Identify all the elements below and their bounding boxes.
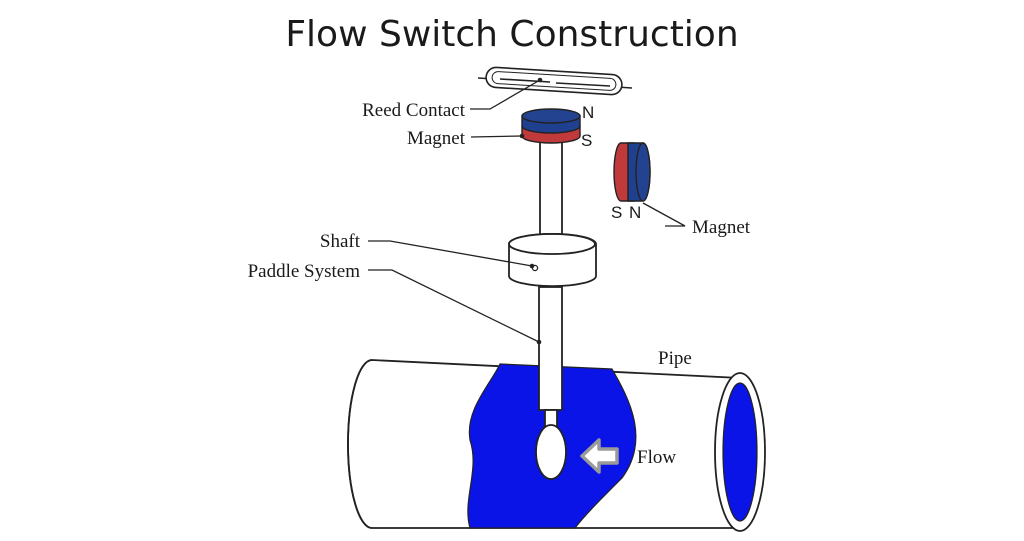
pipe-label: Pipe	[658, 348, 692, 369]
shaft-collar-top	[508, 233, 596, 255]
shaft-label: Shaft	[320, 231, 361, 252]
shaft-assembly	[508, 137, 597, 480]
top-magnet-face	[521, 108, 581, 124]
upper-shaft	[539, 137, 563, 243]
reed-contact-leader	[470, 79, 541, 110]
paddle-system-leader	[368, 269, 540, 343]
magnet-top-leader	[470, 135, 523, 138]
leader-lines	[368, 77, 686, 345]
side-magnet: S N	[611, 142, 651, 222]
reed-contact	[477, 66, 633, 96]
magnet-top-label: Magnet	[407, 128, 466, 149]
pipe-left-end	[347, 359, 373, 529]
side-magnet-south-label: S	[611, 203, 622, 222]
lower-shaft	[538, 286, 563, 411]
flow-label: Flow	[637, 447, 676, 468]
shaft-leader	[368, 240, 533, 267]
top-magnet-north-label: N	[582, 103, 594, 122]
page-title: Flow Switch Construction	[285, 14, 738, 55]
top-magnet: N S	[521, 103, 594, 150]
pipe-right-water	[722, 382, 758, 522]
side-magnet-north-label: N	[629, 203, 641, 222]
side-magnet-face	[635, 142, 651, 202]
top-magnet-south-label: S	[581, 131, 592, 150]
paddle-system-label: Paddle System	[248, 261, 361, 282]
paddle	[535, 424, 567, 480]
left-arrow-icon	[580, 438, 619, 474]
magnet-side-leader	[642, 202, 686, 227]
reed-contact-label: Reed Contact	[362, 100, 466, 121]
magnet-side-label: Magnet	[692, 217, 751, 238]
